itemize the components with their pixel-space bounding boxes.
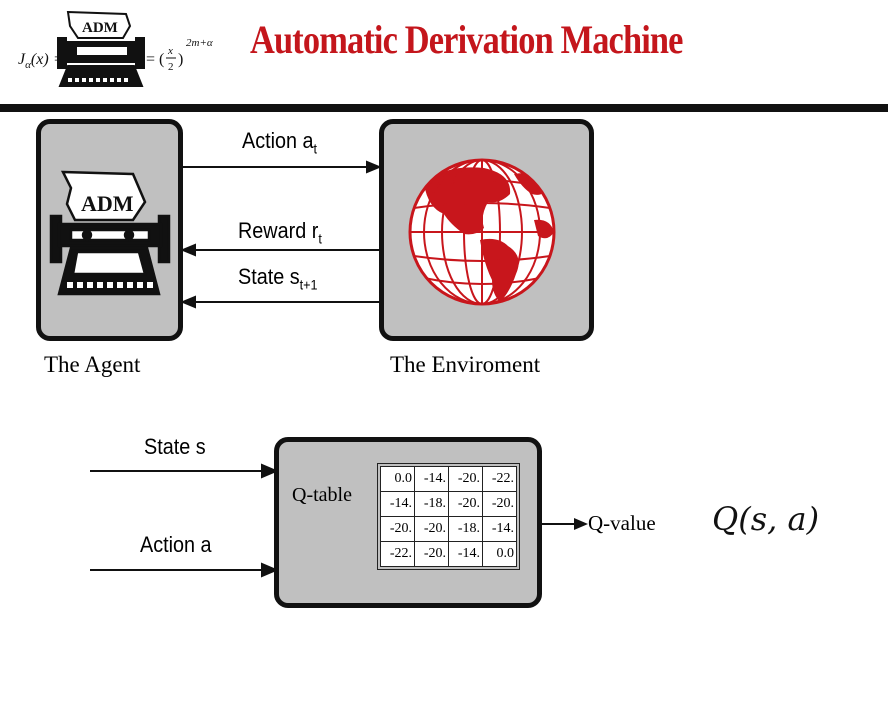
state-label: State st+1 [238,264,318,293]
header-banner: Jα(x) = ADM = ( x 2 ) 2m+α Automatic [0,0,888,105]
q-table-label: Q-table [292,484,352,506]
header-divider [0,104,888,112]
svg-text:= (: = ( [146,51,164,68]
table-row: -20. -20. -18. -14. [380,516,517,542]
rl-arrows [183,160,379,309]
action-label: Action at [242,128,318,157]
table-row: -14. -18. -20. -20. [380,491,517,517]
agent-logo-text: ADM [81,191,134,216]
table-cell: 0.0 [380,466,415,492]
reward-label: Reward rt [238,218,322,247]
table-cell: -14. [380,491,415,517]
table-cell: -20. [448,491,483,517]
table-row: -22. -20. -14. 0.0 [380,541,517,567]
svg-text:): ) [178,51,183,68]
table-cell: -22. [380,541,415,567]
svg-text:x: x [167,45,173,57]
table-cell: -18. [448,516,483,542]
environment-box [379,119,594,341]
state-input-label: State s [144,434,206,459]
table-row: 0.0 -14. -20. -22. [380,466,517,492]
globe-icon [408,158,556,306]
q-input-arrows [90,463,276,578]
table-cell: -14. [414,466,449,492]
table-cell: -14. [448,541,483,567]
q-table: 0.0 -14. -20. -22. -14. -18. -20. -20. -… [377,463,520,570]
table-cell: -14. [482,516,517,542]
table-cell: -20. [414,541,449,567]
formula-j: J [18,51,26,68]
svg-text:2: 2 [168,61,174,73]
table-cell: -22. [482,466,517,492]
q-function-label: Q(s, a) [712,500,820,538]
table-cell: 0.0 [482,541,517,567]
table-cell: -20. [448,466,483,492]
table-cell: -20. [482,491,517,517]
environment-label: The Enviroment [390,352,541,377]
table-cell: -20. [414,516,449,542]
svg-text:2m+α: 2m+α [186,37,213,49]
action-input-label: Action a [140,532,212,557]
q-output-arrow [542,518,588,530]
page-title: Automatic Derivation Machine [250,17,683,62]
table-cell: -20. [380,516,415,542]
agent-typewriter-icon: ADM [49,170,171,296]
adm-logo-formula: Jα(x) = ADM = ( x 2 ) 2m+α [18,10,213,87]
q-value-label: Q-value [588,511,656,535]
table-cell: -18. [414,491,449,517]
typewriter-icon [57,10,145,87]
agent-label: The Agent [44,352,141,377]
agent-box: ADM [36,119,183,341]
svg-text:Jα(x): Jα(x) [18,51,49,71]
logo-adm-text: ADM [82,20,118,36]
